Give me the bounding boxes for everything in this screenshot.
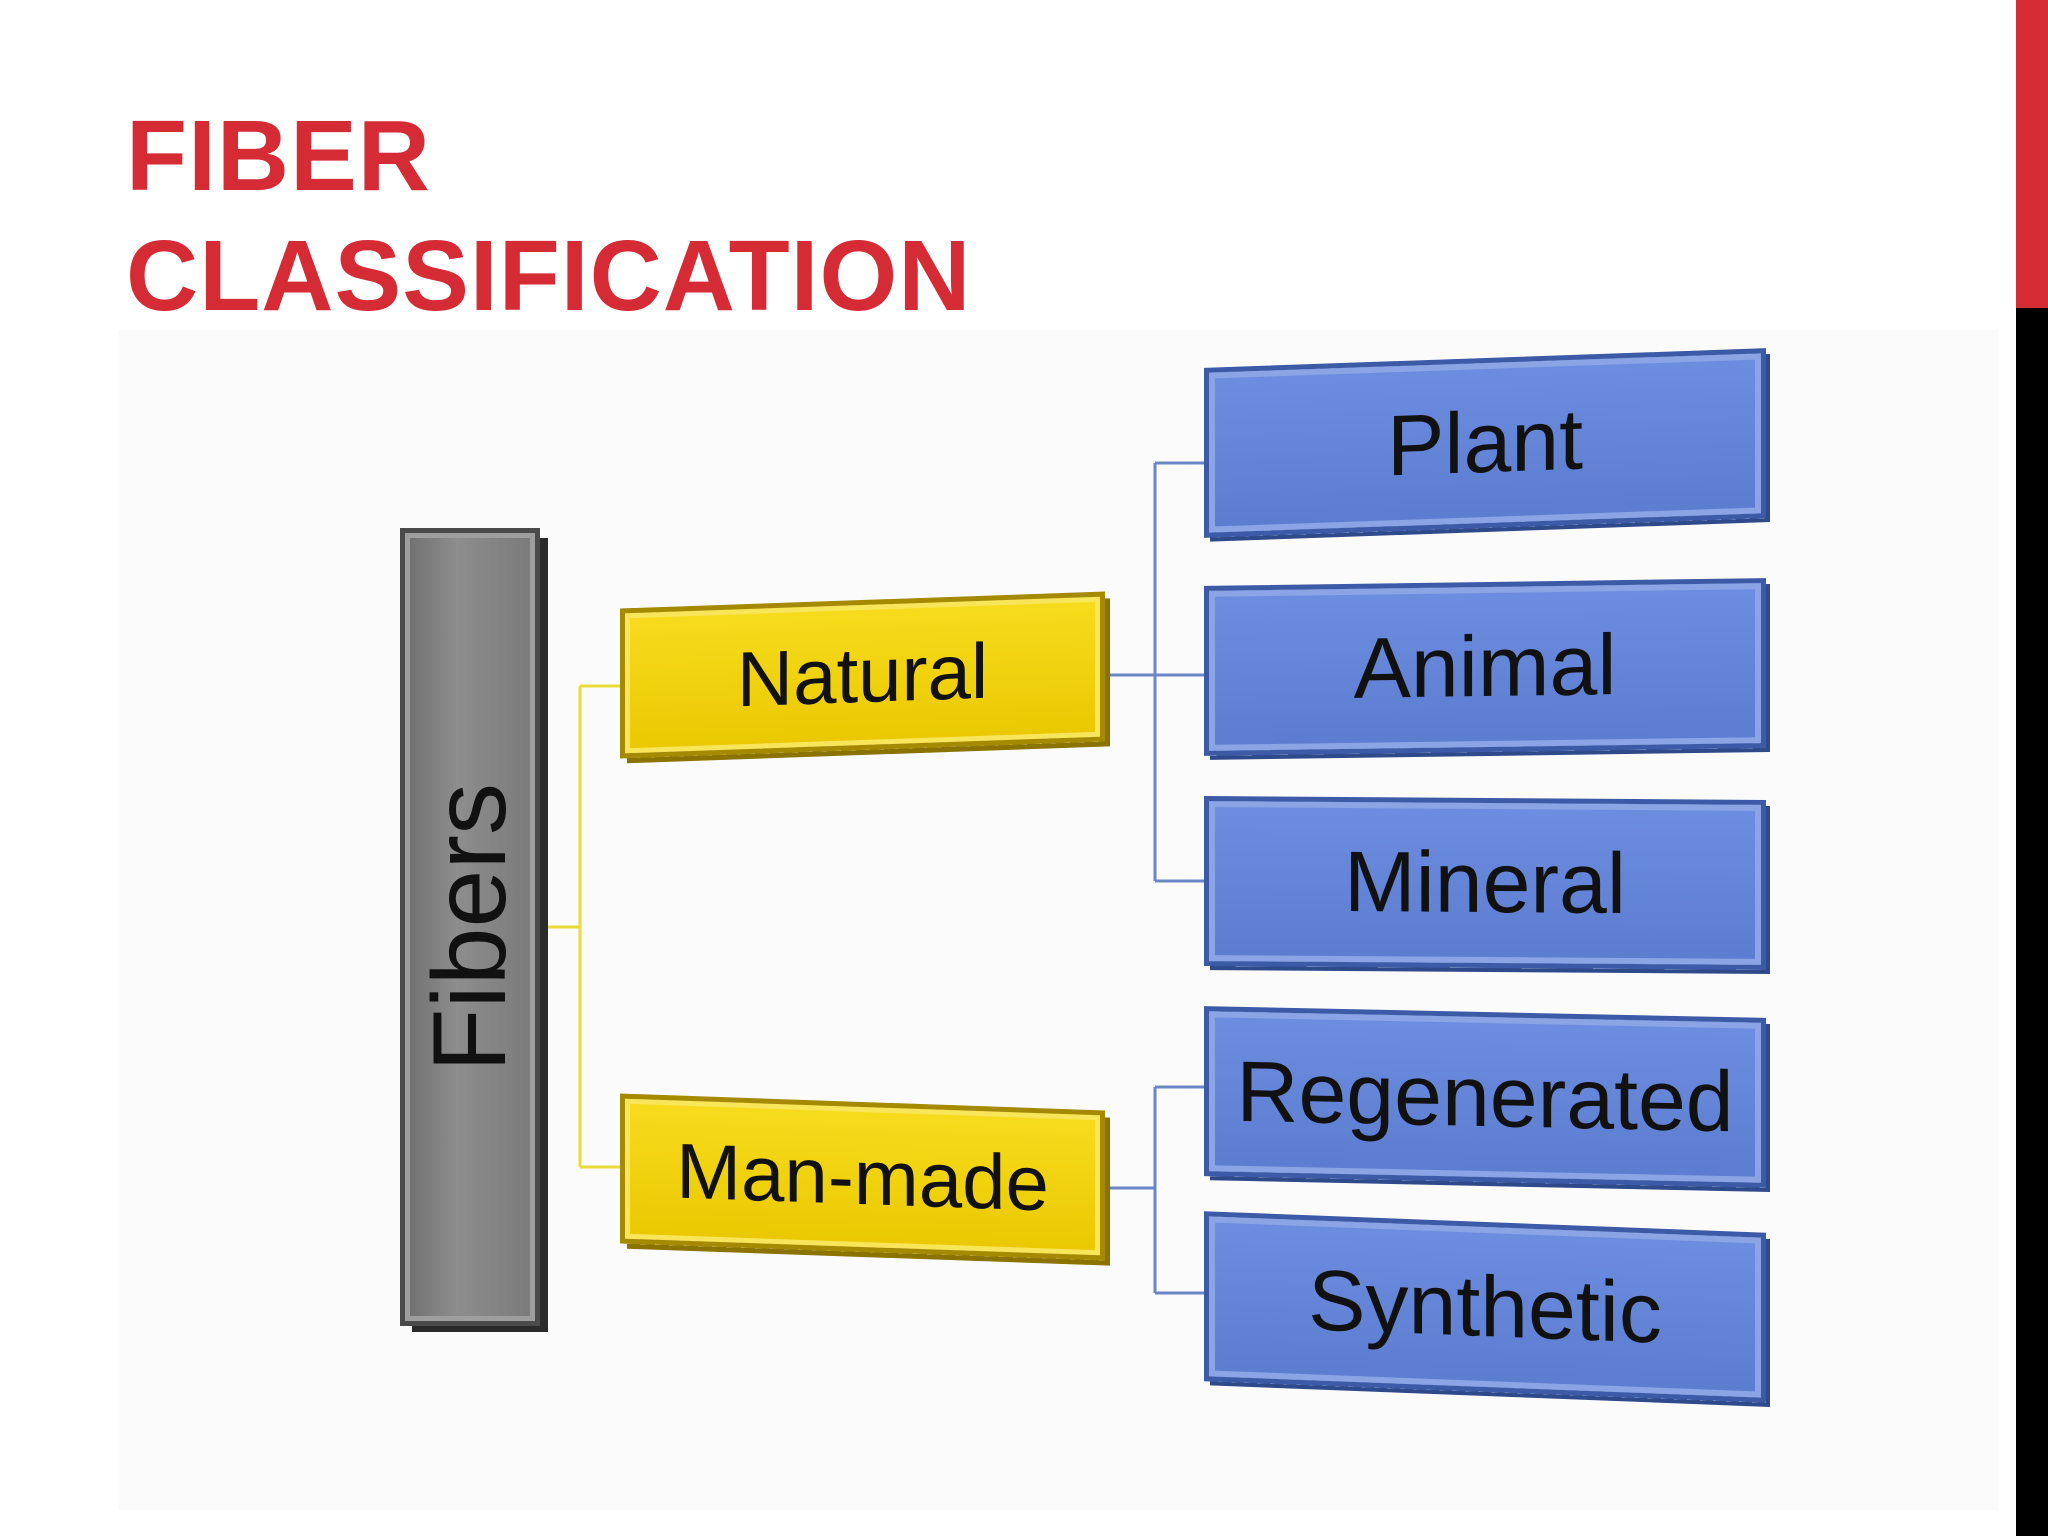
title-line-1: FIBER <box>126 100 431 212</box>
node-fibers-label: Fibers <box>411 782 528 1072</box>
natural-connector <box>1105 461 1204 883</box>
node-animal: Animal <box>1204 578 1766 756</box>
title-line-2: CLASSIFICATION <box>126 220 972 332</box>
node-fibers: Fibers <box>400 528 540 1326</box>
node-man-made: Man-made <box>620 1093 1105 1261</box>
root-connector <box>540 684 620 1169</box>
node-regenerated: Regenerated <box>1204 1006 1766 1188</box>
side-accent-bar-red <box>2016 0 2048 308</box>
node-plant: Plant <box>1204 348 1766 538</box>
node-mineral: Mineral <box>1204 796 1766 970</box>
node-synthetic: Synthetic <box>1204 1211 1766 1403</box>
manmade-connector <box>1105 1085 1204 1295</box>
node-natural: Natural <box>620 591 1105 759</box>
slide-title: FIBER CLASSIFICATION <box>126 96 971 336</box>
side-accent-bar-black <box>2016 308 2048 1536</box>
